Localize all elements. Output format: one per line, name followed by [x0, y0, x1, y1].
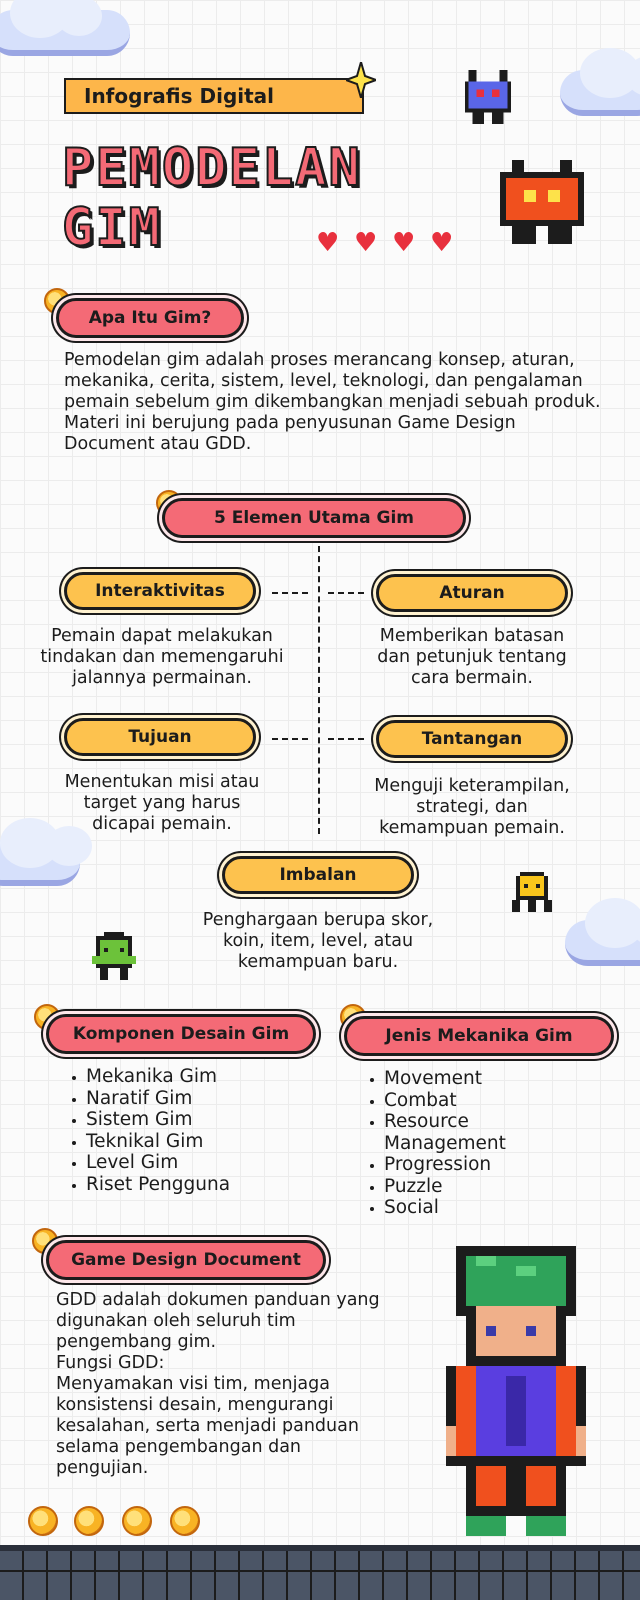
blue-monster-icon: [464, 70, 512, 124]
list-item: Progression: [364, 1154, 574, 1176]
list-item: Level Gim: [66, 1152, 316, 1174]
gdd-text-function: Menyamakan visi tim, menjaga konsistensi…: [56, 1374, 359, 1478]
gdd-heading: Game Design Document: [46, 1240, 326, 1280]
list-item: Teknikal Gim: [66, 1131, 316, 1153]
yellow-creature-icon: [512, 872, 552, 912]
mechanics-heading: Jenis Mekanika Gim: [344, 1016, 614, 1056]
connector-line: [272, 738, 308, 740]
coin-icon: [170, 1506, 200, 1536]
cloud-decoration: [560, 48, 640, 116]
element-label-interaktivitas: Interaktivitas: [64, 572, 256, 610]
element-desc-imbalan: Penghargaan berupa skor, koin, item, lev…: [202, 910, 434, 972]
list-item: Social: [364, 1197, 574, 1219]
coin-icon: [122, 1506, 152, 1536]
element-desc-tujuan: Menentukan misi atau target yang harus d…: [64, 772, 260, 834]
red-monster-icon: [500, 160, 584, 244]
cloud-decoration: [0, 0, 130, 56]
element-label-imbalan: Imbalan: [222, 856, 414, 894]
gdd-text-definition: GDD adalah dokumen panduan yang digunaka…: [56, 1290, 380, 1352]
title-line-2: GIM: [61, 197, 162, 259]
components-heading: Komponen Desain Gim: [46, 1014, 316, 1054]
element-desc-interaktivitas: Pemain dapat melakukan tindakan dan meme…: [40, 626, 284, 688]
cloud-decoration: [0, 818, 92, 886]
intro-text: Pemodelan gim adalah proses merancang ko…: [64, 350, 601, 454]
elements-heading: 5 Elemen Utama Gim: [162, 498, 466, 538]
coin-icon: [28, 1506, 58, 1536]
cloud-decoration: [565, 898, 640, 966]
title-line-1: PEMODELAN: [61, 137, 362, 199]
gdd-text-function-label: Fungsi GDD:: [56, 1353, 165, 1373]
connector-line: [272, 592, 308, 594]
list-item: Naratif Gim: [66, 1088, 316, 1110]
mechanics-list: Movement Combat Resource Management Prog…: [364, 1068, 574, 1219]
element-label-tujuan: Tujuan: [64, 718, 256, 756]
element-desc-aturan: Memberikan batasan dan petunjuk tentang …: [377, 626, 567, 688]
element-label-aturan: Aturan: [376, 574, 568, 612]
gdd-text: GDD adalah dokumen panduan yang digunaka…: [56, 1290, 396, 1479]
intro-heading: Apa Itu Gim?: [56, 298, 244, 338]
list-item: Movement: [364, 1068, 574, 1090]
element-label-tantangan: Tantangan: [376, 720, 568, 758]
list-item: Puzzle: [364, 1176, 574, 1198]
components-list: Mekanika Gim Naratif Gim Sistem Gim Tekn…: [66, 1066, 316, 1195]
list-item: Resource Management: [364, 1111, 574, 1154]
heart-icon: ♥: [354, 228, 378, 258]
coin-icon: [74, 1506, 104, 1536]
list-item: Mekanika Gim: [66, 1066, 316, 1088]
heart-icon: ♥: [316, 228, 340, 258]
green-slime-icon: [92, 932, 136, 980]
heart-icon: ♥: [392, 228, 416, 258]
infographic-tag: Infografis Digital: [64, 78, 364, 114]
list-item: Sistem Gim: [66, 1109, 316, 1131]
connector-line: [328, 592, 364, 594]
element-desc-tantangan: Menguji keterampilan, strategi, dan kema…: [374, 776, 570, 838]
ground-seam: [0, 1570, 640, 1572]
page-title: PEMODELAN GIM: [61, 137, 482, 259]
pixel-character-icon: [446, 1246, 586, 1536]
heart-icon: ♥: [430, 228, 454, 258]
list-item: Riset Pengguna: [66, 1174, 316, 1196]
list-item: Combat: [364, 1090, 574, 1112]
divider-line: [318, 546, 320, 834]
connector-line: [328, 738, 364, 740]
stone-ground: [0, 1545, 640, 1600]
sparkle-icon: [346, 62, 376, 98]
